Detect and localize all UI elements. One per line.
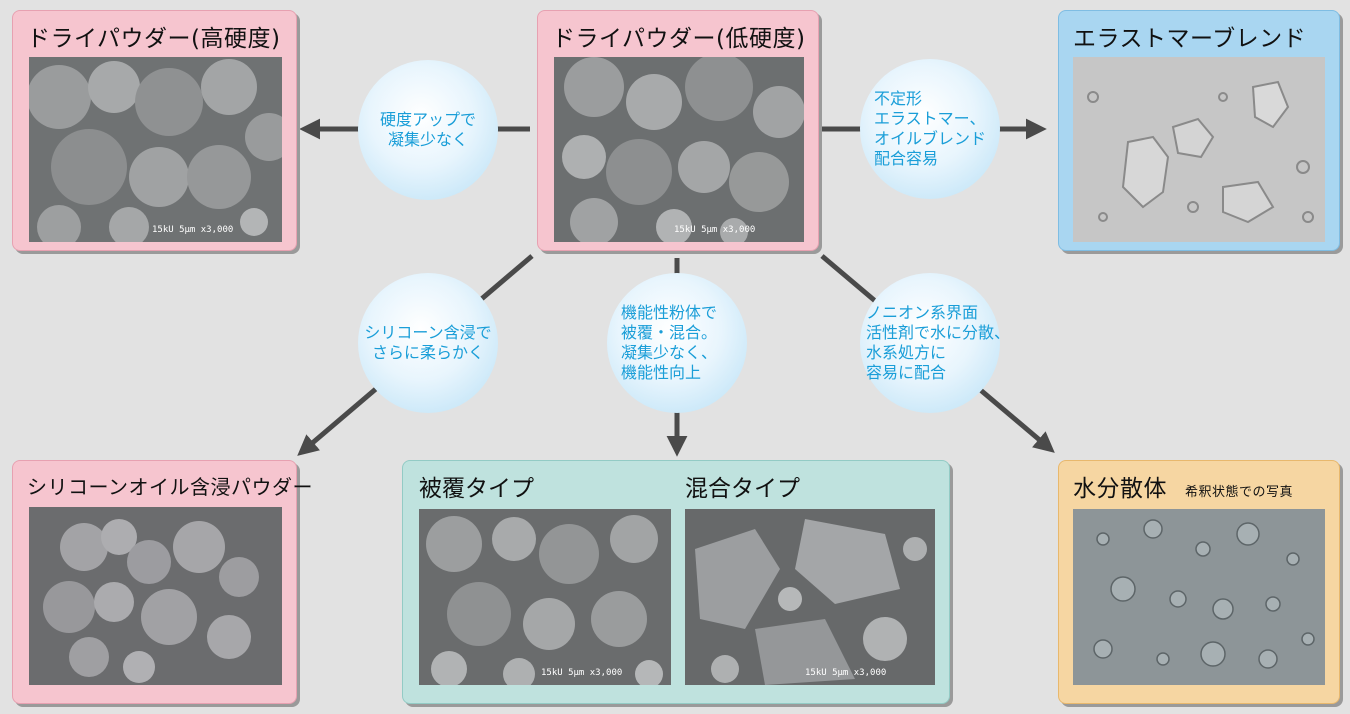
bubble-text: 硬度アップで 凝集少なく bbox=[379, 110, 476, 149]
card-coated-mixed: 被覆タイプ 混合タイプ 15kU 5μm x3,000 15kU 5μm x3,… bbox=[402, 460, 950, 704]
sem-photo-silicone bbox=[29, 507, 282, 685]
bubble-nonionic: ノニオン系界面 活性剤で水に分散、 水系処方に 容易に配合 bbox=[860, 273, 1010, 413]
bubble-text: 不定形 エラストマー、 オイルブレンド 配合容易 bbox=[874, 89, 987, 168]
sem-scale-label: 15kU 5μm x3,000 bbox=[152, 225, 233, 235]
bubble-text: ノニオン系界面 活性剤で水に分散、 水系処方に 容易に配合 bbox=[866, 303, 1011, 382]
water-note: 希釈状態での写真 bbox=[1185, 485, 1294, 500]
bubble-elastomer-blend: 不定形 エラストマー、 オイルブレンド 配合容易 bbox=[860, 59, 1000, 199]
subtitle-mixed-type: 混合タイプ bbox=[685, 476, 800, 502]
card-title: シリコーンオイル含浸パウダー bbox=[27, 475, 313, 499]
bubble-functional-powder: 機能性粉体で 被覆・混合。 凝集少なく、 機能性向上 bbox=[607, 273, 747, 413]
subtitle-coated-type: 被覆タイプ bbox=[419, 476, 534, 502]
sem-photo-dry-hard: 15kU 5μm x3,000 bbox=[29, 57, 282, 242]
sem-scale-label: 15kU 5μm x3,000 bbox=[674, 225, 755, 235]
bubble-hardness-up: 硬度アップで 凝集少なく bbox=[358, 60, 498, 200]
card-dry-powder-low-hardness: ドライパウダー(低硬度) 15kU 5μm x3,000 bbox=[537, 10, 819, 251]
sem-photo-mixed: 15kU 5μm x3,000 bbox=[685, 509, 935, 685]
sem-scale-label: 15kU 5μm x3,000 bbox=[805, 668, 886, 678]
card-dry-powder-high-hardness: ドライパウダー(高硬度) 15kU 5μm x3,000 bbox=[12, 10, 297, 251]
sem-photo-coated: 15kU 5μm x3,000 bbox=[419, 509, 671, 685]
sem-photo-dry-soft: 15kU 5μm x3,000 bbox=[554, 57, 804, 242]
card-title: エラストマーブレンド bbox=[1073, 26, 1307, 52]
card-title: ドライパウダー(低硬度) bbox=[552, 26, 806, 52]
micro-photo-water bbox=[1073, 509, 1325, 685]
bubble-text: 機能性粉体で 被覆・混合。 凝集少なく、 機能性向上 bbox=[621, 303, 718, 382]
micro-photo-elastomer bbox=[1073, 57, 1325, 242]
card-title: 水分散体 希釈状態での写真 bbox=[1073, 469, 1293, 503]
card-silicone-oil-powder: シリコーンオイル含浸パウダー bbox=[12, 460, 313, 704]
water-title: 水分散体 bbox=[1073, 476, 1167, 502]
bubble-text: シリコーン含浸で さらに柔らかく bbox=[364, 323, 492, 362]
card-water-dispersion: 水分散体 希釈状態での写真 bbox=[1058, 460, 1340, 704]
sem-scale-label: 15kU 5μm x3,000 bbox=[541, 668, 622, 678]
card-elastomer-blend: エラストマーブレンド bbox=[1058, 10, 1340, 251]
card-title: ドライパウダー(高硬度) bbox=[27, 26, 281, 52]
bubble-silicone: シリコーン含浸で さらに柔らかく bbox=[358, 273, 498, 413]
